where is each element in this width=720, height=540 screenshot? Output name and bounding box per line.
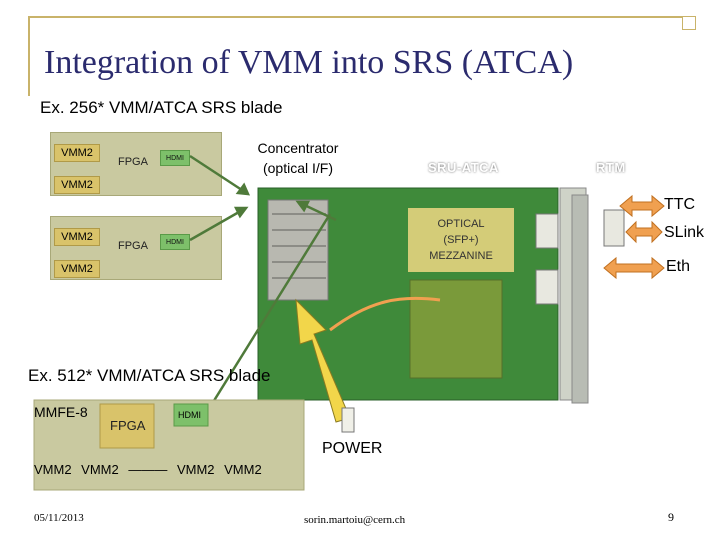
fpga-label-2: FPGA (118, 240, 148, 252)
frame-left-line (28, 16, 30, 96)
mmfe-hdmi-label: HDMI (178, 410, 201, 420)
concentrator-label: Concentrator (optical I/F) (238, 138, 358, 178)
ttc-label: TTC (664, 196, 696, 213)
mmfe-hdmi-chip (173, 403, 209, 427)
frontend-board-2 (50, 216, 222, 280)
mmfe-fpga-chip (99, 403, 155, 449)
vmm-chip-1a: VMM2 (54, 144, 100, 162)
sfp-cage-2 (535, 269, 559, 305)
mezzanine-board (409, 279, 503, 379)
eth-label: Eth (666, 258, 691, 275)
footer-page-number: 9 (668, 510, 674, 524)
hdmi-connector-1: HDMI (160, 150, 190, 166)
slink-label: SLink (664, 224, 705, 241)
power-connector (341, 407, 355, 433)
vmm-chip-2a: VMM2 (54, 228, 100, 246)
rtm-label: RTM (596, 160, 626, 175)
optical-line2: (SFP+) (443, 234, 479, 246)
cable-bundle (267, 199, 329, 301)
concentrator-line2: (optical I/F) (262, 160, 333, 176)
fpga-label-1: FPGA (118, 156, 148, 168)
faceplate (571, 194, 589, 404)
optical-line3: MEZZANINE (429, 250, 493, 262)
frame-corner-square (682, 16, 696, 30)
concentrator-line1: Concentrator (257, 140, 339, 156)
optical-fibre (329, 296, 441, 332)
sfp-cage-3 (603, 209, 625, 247)
slide-subtitle: Ex. 256* VMM/ATCA SRS blade (40, 98, 283, 117)
frame-top-line (28, 16, 694, 18)
optical-mezzanine-label: OPTICAL (SFP+) MEZZANINE (408, 208, 514, 272)
power-arrow (295, 298, 351, 423)
sru-atca-label: SRU-ATCA (428, 160, 499, 175)
section2-heading: Ex. 512* VMM/ATCA SRS blade (28, 366, 271, 385)
optical-line1: OPTICAL (437, 218, 485, 230)
eth-arrow (603, 256, 665, 280)
mmfe-board (33, 399, 305, 491)
slink-arrow (625, 220, 663, 244)
mmfe-vmm-row: VMM2 VMM2 ——— VMM2 VMM2 (34, 462, 262, 477)
mmfe-label: MMFE-8 (34, 404, 88, 420)
hdmi-connector-2: HDMI (160, 234, 190, 250)
power-label: POWER (322, 440, 383, 457)
ttc-arrow (619, 194, 665, 218)
footer-email: sorin.martoiu@cern.ch (304, 514, 406, 526)
rtm-vertical-label: RTM (588, 317, 599, 337)
footer-date: 05/11/2013 (34, 512, 84, 524)
sfp-cage-1 (535, 213, 559, 249)
slide-title: Integration of VMM into SRS (ATCA) (44, 44, 574, 81)
vmm-chip-2b: VMM2 (54, 260, 100, 278)
vmm-chip-1b: VMM2 (54, 176, 100, 194)
mmfe-fpga-label: FPGA (110, 418, 146, 433)
